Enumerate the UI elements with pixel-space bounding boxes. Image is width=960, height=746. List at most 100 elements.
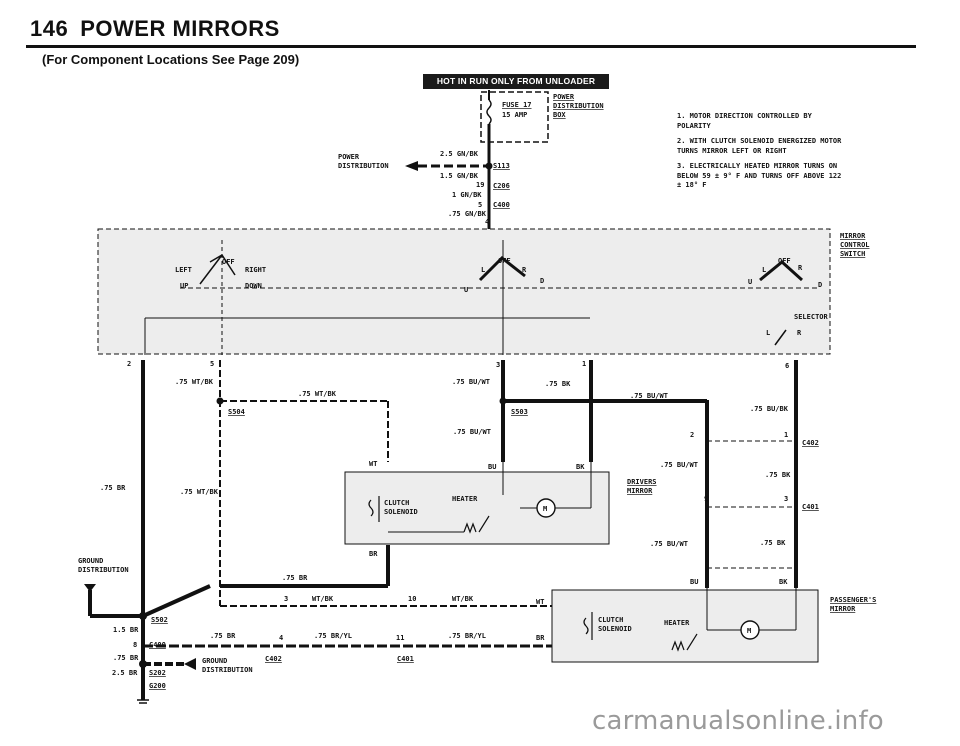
switch-label-2: CONTROL	[840, 241, 870, 249]
conn-c206: C206	[493, 182, 510, 190]
sw-off-1: OFF	[222, 258, 235, 266]
pas-name-2: MIRROR	[830, 605, 856, 613]
pin-3: 3	[496, 361, 500, 369]
pin-small-2: 2	[690, 431, 694, 439]
switch-rocker-icon-2	[759, 260, 804, 282]
sw-l-3: L	[762, 266, 766, 274]
switch-rocker-icon	[478, 256, 526, 282]
drv-bu: BU	[488, 463, 496, 471]
drv-m: M	[543, 505, 547, 513]
pas-heater-icon	[671, 633, 698, 652]
wire-lbl-wtbk3: .75 WT/BK	[180, 488, 219, 496]
sw-l-sel: L	[766, 329, 770, 337]
drv-name-1: DRIVERS	[627, 478, 657, 486]
gnd-dist-3: GROUND	[202, 657, 227, 665]
drv-solenoid: SOLENOID	[384, 508, 418, 516]
sw-d-2: D	[540, 277, 544, 285]
sw-right: RIGHT	[245, 266, 266, 274]
wire-lbl-br75: .75 BR	[113, 654, 139, 662]
pin-5-top: 5	[478, 201, 482, 209]
conn-c400-top: C400	[493, 201, 510, 209]
pin-19: 19	[476, 181, 484, 189]
arrow-left-icon-2	[184, 658, 196, 670]
sw-r-2: R	[522, 266, 527, 274]
hot-banner: HOT IN RUN ONLY FROM UNLOADER RELAY K5	[423, 74, 609, 101]
pin-5: 5	[210, 360, 214, 368]
pin-4-top: 4	[485, 218, 489, 226]
pas-solenoid: SOLENOID	[598, 625, 632, 633]
wire-lbl-buwt2: .75 BU/WT	[453, 428, 491, 436]
pdb-line2: DISTRIBUTION	[553, 102, 604, 110]
pin-small-10: 10	[408, 595, 416, 603]
fuse-label: FUSE 17	[502, 101, 532, 109]
wire-label-w1: 2.5 GN/BK	[440, 150, 479, 158]
wire-lbl-br3: .75 BR	[210, 632, 236, 640]
sw-u-3: U	[748, 278, 752, 286]
pas-solenoid-icon	[583, 617, 589, 635]
bottom-wtbk-2: WT/BK	[452, 595, 474, 603]
arrow-down-icon	[84, 584, 96, 592]
wire-lbl-bryl2: .75 BR/YL	[448, 632, 486, 640]
splice-s502-label: S502	[151, 616, 168, 624]
splice-s503-label: S503	[511, 408, 528, 416]
pd-label-2: DISTRIBUTION	[338, 162, 389, 170]
fuse-amp: 15 AMP	[502, 111, 527, 119]
gnd-diag	[142, 584, 211, 618]
sw-r-sel: R	[797, 329, 802, 337]
conn-c402b: C402	[265, 655, 282, 663]
page-subtitle: (For Component Locations See Page 209)	[42, 52, 300, 67]
pin-2: 2	[127, 360, 131, 368]
wire-lbl-buwt5: .75 BU/WT	[650, 540, 688, 548]
wire-lbl-bk2: .75 BK	[765, 471, 791, 479]
wire-lbl-bk3: .75 BK	[760, 539, 786, 547]
pin-small-1: 1	[784, 431, 788, 439]
conn-c401b: C401	[397, 655, 414, 663]
wire-lbl-br2: .75 BR	[282, 574, 308, 582]
wire-label-w4: .75 GN/BK	[448, 210, 487, 218]
conn-c402-label: C402	[802, 439, 819, 447]
arrow-left-icon	[405, 161, 418, 171]
sw-d-3: D	[818, 281, 822, 289]
switch-label-1: MIRROR	[840, 232, 866, 240]
sw-selector: SELECTOR	[794, 313, 829, 321]
pas-clutch: CLUTCH	[598, 616, 623, 624]
pd-label-1: POWER	[338, 153, 360, 161]
sw-l-2: L	[481, 266, 485, 274]
wire-label-w3: 1 GN/BK	[452, 191, 482, 199]
wire-lbl-wtbk: .75 WT/BK	[175, 378, 214, 386]
wire-lbl-wtbk2: .75 WT/BK	[298, 390, 337, 398]
wire-lbl-bryl: .75 BR/YL	[314, 632, 352, 640]
note-1: 1. MOTOR DIRECTION CONTROLLED BY POLARIT…	[677, 112, 812, 130]
header-rule	[26, 45, 916, 48]
selector-icon	[774, 329, 787, 346]
pdb-line3: BOX	[553, 111, 566, 119]
splice-s202-label: S202	[149, 669, 166, 677]
bottom-wtbk-1: WT/BK	[312, 595, 334, 603]
wire-lbl-buwt3: .75 BU/WT	[630, 392, 668, 400]
ground-g200-label: G200	[149, 682, 166, 690]
note-3: 3. ELECTRICALLY HEATED MIRROR TURNS ON B…	[677, 162, 842, 189]
passenger-mirror-box	[551, 589, 819, 663]
sw-r-3: R	[798, 264, 803, 272]
drv-bk: BK	[576, 463, 585, 471]
sw-left: LEFT	[175, 266, 192, 274]
wire-lbl-bubk: .75 BU/BK	[750, 405, 789, 413]
pin-small-9: 9	[704, 495, 708, 503]
fuse-icon	[486, 99, 492, 125]
drv-solenoid-icon	[368, 499, 374, 517]
drv-br: BR	[369, 550, 378, 558]
pin-small-4: 4	[279, 634, 283, 642]
pin-small-3b: 3	[284, 595, 288, 603]
gnd-dist-4: DISTRIBUTION	[202, 666, 253, 674]
pin-6: 6	[785, 362, 789, 370]
pas-m: M	[747, 627, 751, 635]
drv-name-2: MIRROR	[627, 487, 653, 495]
pin-small-11: 11	[396, 634, 404, 642]
page-number: 146	[30, 16, 69, 41]
splice-s504-label: S504	[228, 408, 245, 416]
pin-small-3: 3	[784, 495, 788, 503]
watermark: carmanualsonline.info	[592, 706, 884, 736]
notes-block: 1. MOTOR DIRECTION CONTROLLED BY POLARIT…	[677, 112, 849, 197]
